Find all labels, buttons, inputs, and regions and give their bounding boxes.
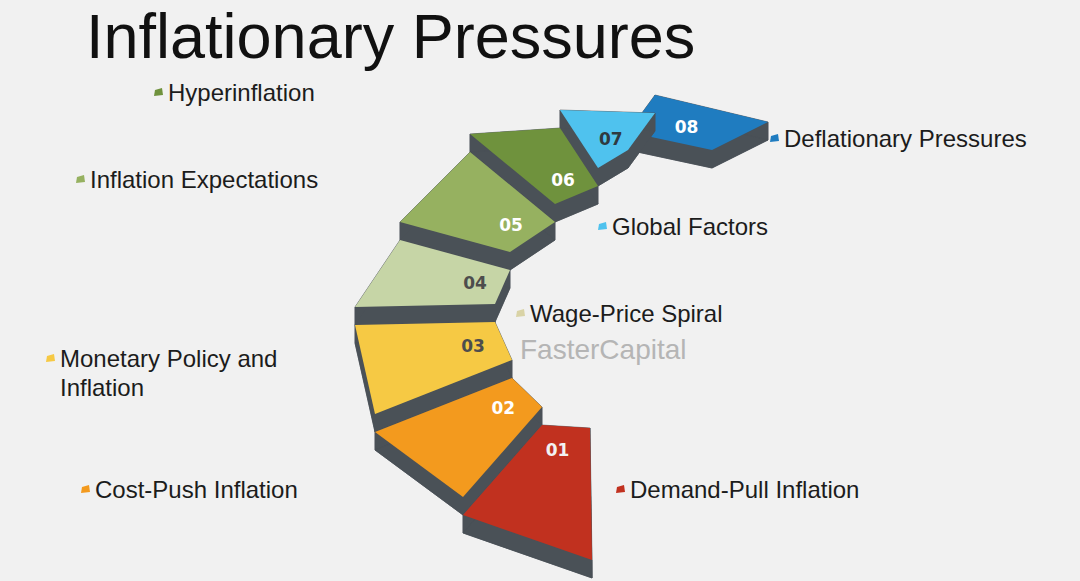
stair-step: 01 xyxy=(463,425,592,578)
bullet-mark xyxy=(154,88,164,97)
bullet-shape xyxy=(46,354,55,362)
bullet-shape xyxy=(76,175,85,183)
bullet-shape xyxy=(770,134,779,142)
topic-label: Global Factors xyxy=(612,213,768,242)
bullet-mark xyxy=(76,175,86,184)
bullet-mark xyxy=(616,485,626,494)
topic-label: Hyperinflation xyxy=(168,79,315,108)
label-item: Demand-Pull Inflation xyxy=(630,476,859,505)
bullet-shape xyxy=(616,485,625,493)
step-number: 04 xyxy=(463,274,487,294)
step-number: 08 xyxy=(675,118,699,138)
label-item: Inflation Expectations xyxy=(90,166,318,195)
step-number: 07 xyxy=(599,130,623,150)
step-number: 01 xyxy=(546,441,570,461)
label-item: FasterCapital xyxy=(520,333,687,367)
label-item: Cost-Push Inflation xyxy=(95,476,298,505)
topic-label: Wage-Price Spiral xyxy=(530,300,723,329)
label-item: Wage-Price Spiral xyxy=(530,300,723,329)
bullet-shape xyxy=(81,485,90,493)
label-item: Global Factors xyxy=(612,213,768,242)
bullet-shape xyxy=(598,222,607,230)
topic-label: Monetary Policy and Inflation xyxy=(60,345,322,403)
bullet-mark xyxy=(46,354,56,363)
step-face xyxy=(400,152,555,252)
bullet-mark xyxy=(81,485,91,494)
label-item: Hyperinflation xyxy=(168,79,315,108)
stair-step: 04 xyxy=(355,240,510,325)
bullet-mark xyxy=(598,222,608,231)
step-face xyxy=(463,425,592,560)
step-shape xyxy=(463,425,592,578)
topic-label: Deflationary Pressures xyxy=(784,125,1027,154)
step-face xyxy=(355,240,510,307)
bullet-shape xyxy=(516,309,525,317)
diagram-title: Inflationary Pressures xyxy=(86,0,695,72)
step-number: 02 xyxy=(491,399,515,419)
label-item: Monetary Policy and Inflation xyxy=(60,345,322,403)
topic-label: Demand-Pull Inflation xyxy=(630,476,859,505)
step-number: 05 xyxy=(499,216,523,236)
bullet-mark xyxy=(516,309,526,318)
bullet-shape xyxy=(154,88,163,96)
label-item: Deflationary Pressures xyxy=(784,125,1027,154)
bullet-mark xyxy=(770,134,780,143)
topic-label: Cost-Push Inflation xyxy=(95,476,298,505)
topic-label: Inflation Expectations xyxy=(90,166,318,195)
step-number: 06 xyxy=(551,171,575,191)
step-number: 03 xyxy=(461,337,485,357)
watermark: FasterCapital xyxy=(520,333,687,367)
